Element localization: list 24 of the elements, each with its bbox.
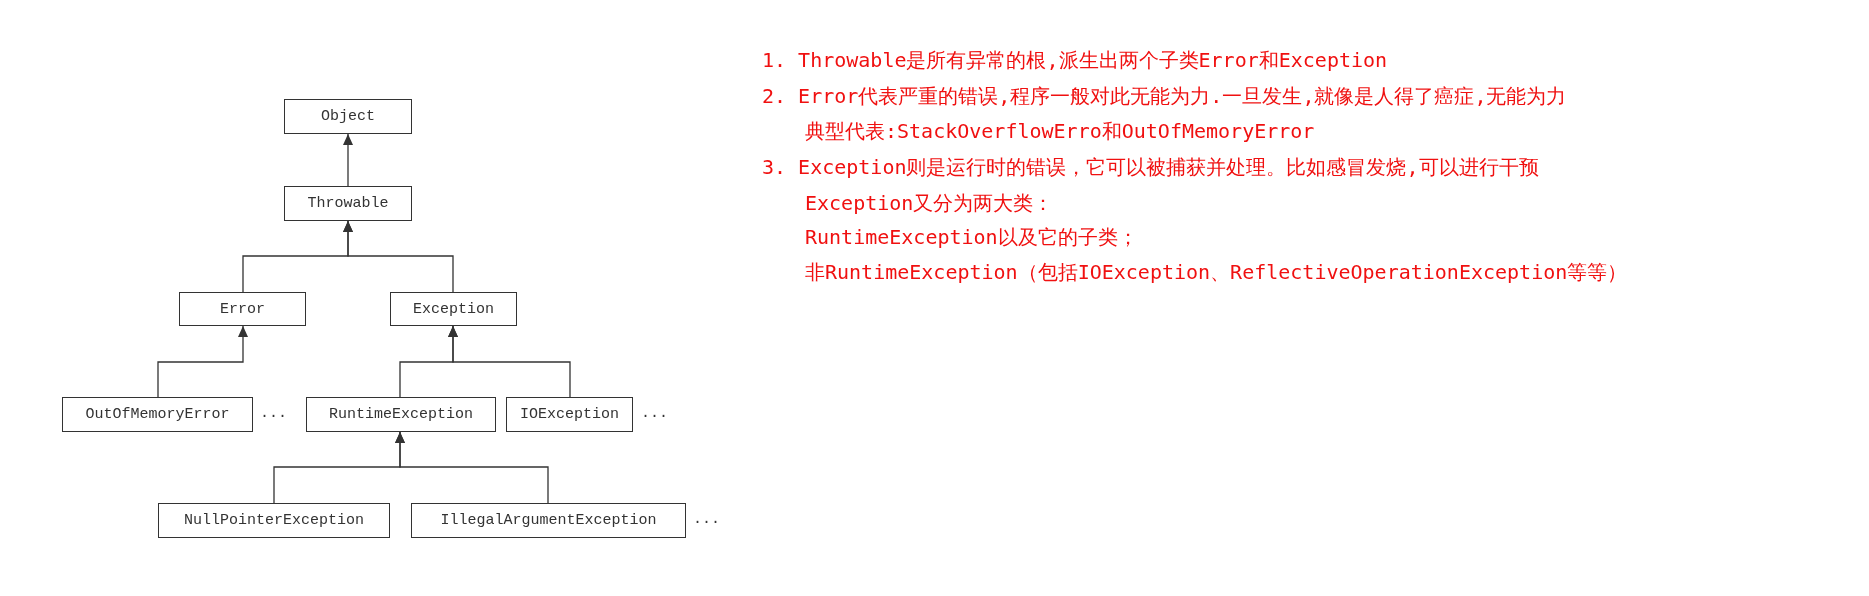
class-box: NullPointerException (158, 503, 390, 538)
ellipsis: ... (260, 405, 287, 423)
ellipsis: ... (693, 511, 720, 529)
class-box: IOException (506, 397, 633, 432)
inheritance-arrow (343, 133, 353, 187)
note-text: RuntimeException以及它的子类； (805, 225, 1138, 249)
class-box: IllegalArgumentException (411, 503, 686, 538)
note-text: 3. Exception则是运行时的错误，它可以被捕获并处理。比如感冒发烧,可以进行干预 (762, 155, 1539, 179)
note-text: 非RuntimeException（包括IOException、ReflectiveOperationException等等） (805, 260, 1628, 284)
inheritance-arrow (343, 220, 454, 293)
inheritance-arrow (157, 325, 248, 398)
class-box: RuntimeException (306, 397, 496, 432)
note-text: 1. Throwable是所有异常的根,派生出两个子类Error和Exception (762, 48, 1388, 72)
inheritance-arrow (395, 431, 549, 504)
class-box: Exception (390, 292, 517, 326)
inheritance-arrow (448, 325, 571, 398)
note-text: 典型代表:StackOverflowErro和OutOfMemoryError (805, 119, 1315, 143)
ellipsis: ... (641, 405, 668, 423)
class-box: Object (284, 99, 412, 134)
note-text: Exception又分为两大类： (805, 191, 1054, 215)
class-box: Error (179, 292, 306, 326)
note-text: 2. Error代表严重的错误,程序一般对此无能为力.一旦发生,就像是人得了癌症,无能为力 (762, 84, 1567, 108)
class-box: OutOfMemoryError (62, 397, 253, 432)
class-box: Throwable (284, 186, 412, 221)
